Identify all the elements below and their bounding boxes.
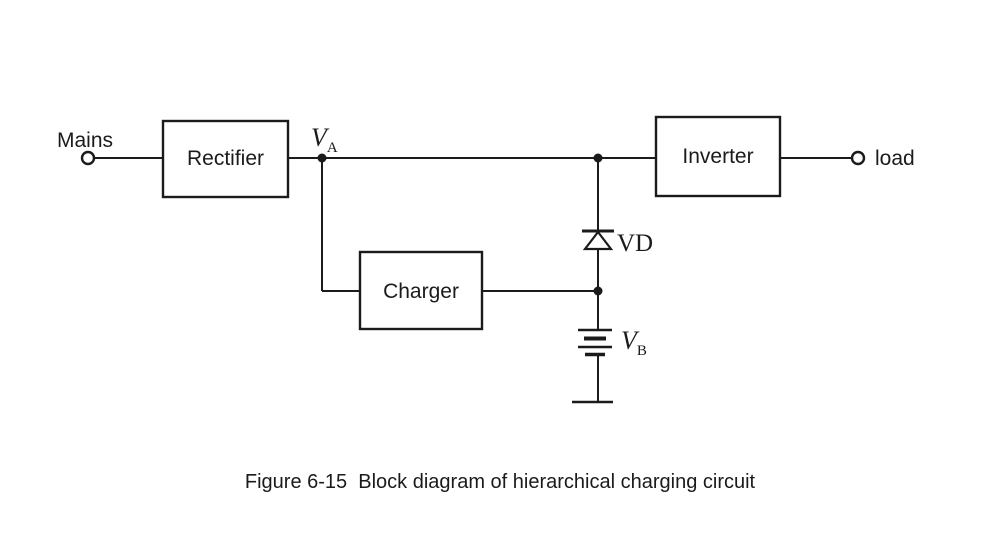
mains-label: Mains — [57, 129, 113, 152]
load-terminal — [850, 150, 866, 166]
junction-dot-va — [317, 153, 327, 163]
battery-vb-label: VB — [621, 326, 647, 359]
charger-block — [358, 250, 484, 331]
rectifier-block — [161, 119, 290, 199]
vb-subscript: B — [637, 343, 647, 359]
diode-label: VD — [617, 230, 653, 257]
va-base: V — [311, 123, 330, 152]
va-subscript: A — [327, 140, 338, 156]
charger-label: Charger — [383, 280, 459, 303]
mains-terminal — [80, 150, 96, 166]
vb-base: V — [621, 326, 640, 355]
rectifier-label: Rectifier — [187, 147, 264, 170]
diode-symbol-icon — [582, 229, 614, 251]
battery-symbol-icon — [572, 328, 613, 404]
node-va-label: VA — [311, 123, 338, 156]
inverter-label: Inverter — [682, 145, 753, 168]
figure-caption: Figure 6-15 Block diagram of hierarchica… — [244, 471, 756, 493]
junction-dot-battery — [593, 286, 603, 296]
junction-dot-bus — [593, 153, 603, 163]
load-label: load — [875, 147, 915, 170]
diode-triangle — [582, 230, 614, 251]
inverter-block — [654, 115, 782, 198]
